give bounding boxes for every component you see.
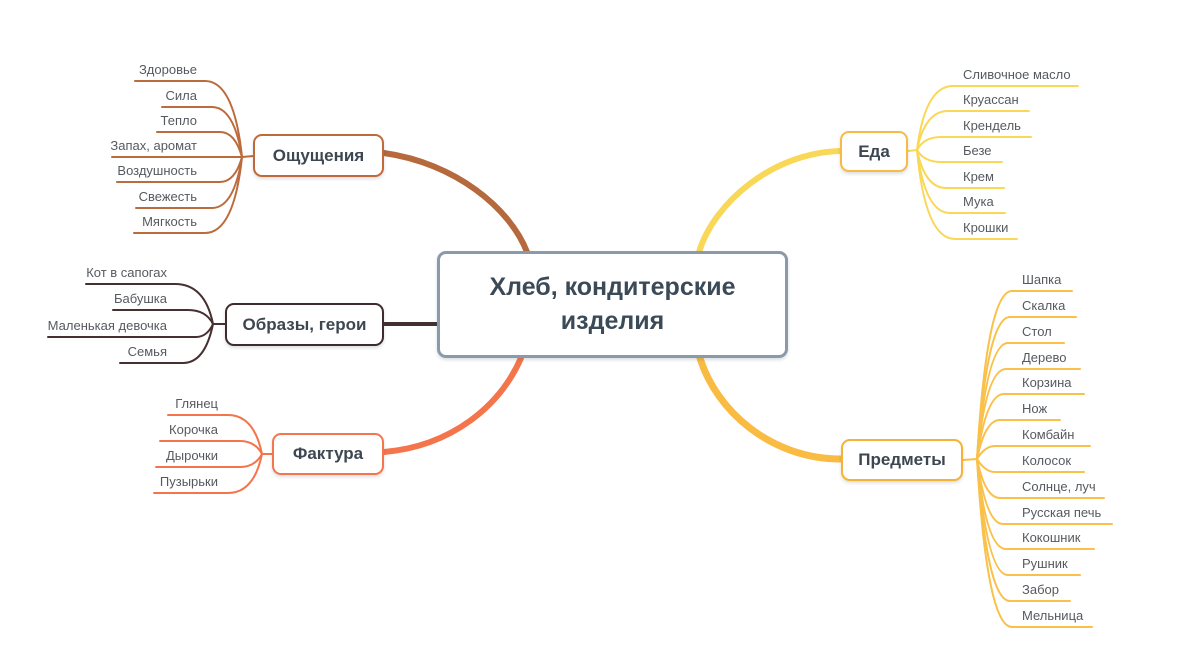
stub-sensations bbox=[241, 155, 255, 158]
leaf-label[interactable]: Нож bbox=[1022, 401, 1048, 416]
leaf-label[interactable]: Сливочное масло bbox=[963, 67, 1071, 82]
leaf-label[interactable]: Стол bbox=[1022, 324, 1052, 339]
leaf-label[interactable]: Маленькая девочка bbox=[47, 318, 167, 333]
leaf-label[interactable]: Дерево bbox=[1022, 350, 1067, 365]
leaf-label[interactable]: Колосок bbox=[1022, 453, 1072, 468]
leaf-label[interactable]: Мягкость bbox=[142, 214, 197, 229]
central-topic-label: Хлеб, кондитерские изделия bbox=[489, 272, 736, 335]
leaf-label[interactable]: Крендель bbox=[963, 118, 1021, 133]
central-topic-node[interactable]: Хлеб, кондитерские изделия bbox=[437, 251, 788, 358]
stub-food bbox=[907, 149, 918, 152]
leaf-curves-food bbox=[907, 85, 1079, 240]
leaf-label[interactable]: Забор bbox=[1022, 582, 1059, 597]
leaf-label[interactable]: Мельница bbox=[1022, 608, 1084, 623]
leaf-label[interactable]: Семья bbox=[127, 344, 167, 359]
leaf-label[interactable]: Здоровье bbox=[138, 62, 197, 77]
leaf-curves-sensations bbox=[111, 80, 255, 234]
branch-node-sensations[interactable]: Ощущения bbox=[253, 134, 384, 177]
leaf-curves-texture bbox=[153, 414, 274, 494]
branch-label: Предметы bbox=[858, 450, 946, 469]
stub-objects bbox=[962, 458, 978, 461]
leaf-label[interactable]: Комбайн bbox=[1022, 427, 1075, 442]
leaf-label[interactable]: Кот в сапогах bbox=[86, 265, 167, 280]
leaf-label[interactable]: Воздушность bbox=[117, 163, 197, 178]
branch-node-food[interactable]: Еда bbox=[840, 131, 908, 172]
trunk-connectors bbox=[381, 148, 845, 463]
trunk-sensations bbox=[381, 150, 530, 255]
branch-label: Ощущения bbox=[272, 145, 365, 165]
trunk-food bbox=[696, 148, 843, 255]
leaf-label[interactable]: Крем bbox=[963, 169, 994, 184]
leaf-label[interactable]: Корочка bbox=[169, 422, 218, 437]
trunk-objects bbox=[696, 354, 845, 463]
branch-label: Образы, герои bbox=[242, 314, 367, 334]
leaf-label[interactable]: Мука bbox=[963, 194, 994, 209]
leaf-curves-objects bbox=[962, 290, 1113, 628]
leaf-label[interactable]: Шапка bbox=[1022, 272, 1062, 287]
leaf-label[interactable]: Сила bbox=[165, 88, 197, 103]
branch-node-objects[interactable]: Предметы bbox=[841, 439, 963, 481]
leaf-label[interactable]: Круассан bbox=[963, 92, 1019, 107]
leaf-label[interactable]: Дырочки bbox=[165, 448, 218, 463]
leaf-label[interactable]: Свежесть bbox=[138, 189, 197, 204]
leaf-label[interactable]: Корзина bbox=[1022, 375, 1072, 390]
leaf-label[interactable]: Крошки bbox=[963, 220, 1009, 235]
leaf-label[interactable]: Глянец bbox=[175, 396, 218, 411]
trunk-texture bbox=[381, 355, 524, 455]
leaf-label[interactable]: Кокошник bbox=[1022, 530, 1081, 545]
leaf-label[interactable]: Скалка bbox=[1022, 298, 1066, 313]
leaf-label[interactable]: Русская печь bbox=[1022, 505, 1102, 520]
leaf-label[interactable]: Пузырьки bbox=[159, 474, 218, 489]
leaf-label[interactable]: Тепло bbox=[160, 113, 197, 128]
leaf-label[interactable]: Запах, аромат bbox=[110, 138, 197, 153]
branch-node-texture[interactable]: Фактура bbox=[272, 433, 384, 475]
leaf-label[interactable]: Бабушка bbox=[113, 291, 167, 306]
leaf-curves-images bbox=[47, 283, 227, 364]
branch-node-images[interactable]: Образы, герои bbox=[225, 303, 384, 346]
leaf-label[interactable]: Безе bbox=[963, 143, 992, 158]
leaf-label[interactable]: Рушник bbox=[1022, 556, 1068, 571]
branch-label: Фактура bbox=[292, 444, 364, 463]
leaf-label[interactable]: Солнце, луч bbox=[1022, 479, 1096, 494]
branch-label: Еда bbox=[858, 141, 890, 161]
